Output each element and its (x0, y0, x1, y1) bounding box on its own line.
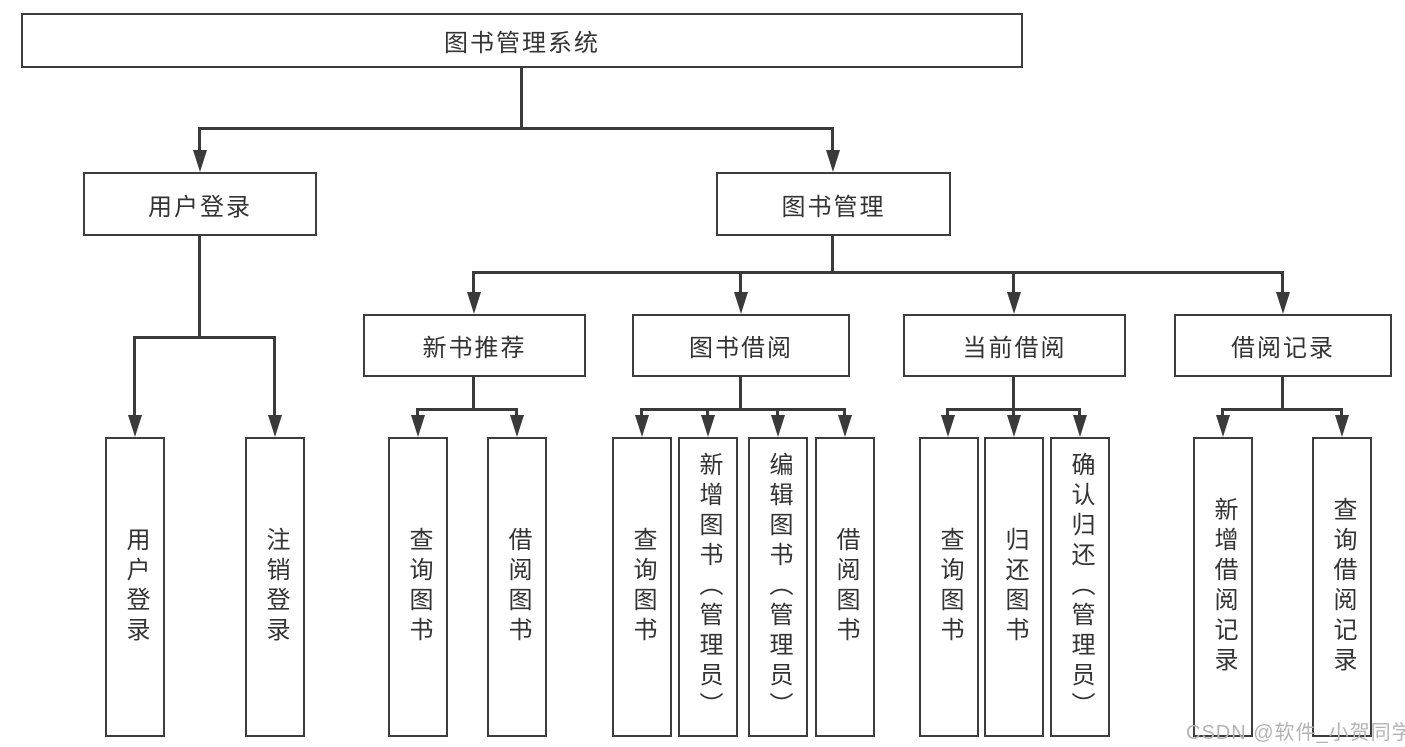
arrowhead-down (467, 292, 481, 314)
leaf-query-book-current: 查询图书 (919, 437, 979, 737)
connector-shaft (946, 408, 949, 418)
leaf-add-book-admin: 新增图书（管理员） (678, 437, 738, 737)
node-label: 图书借阅 (689, 335, 793, 362)
node-new-book-recommend: 新书推荐 (363, 314, 586, 377)
connector-stub (739, 377, 742, 410)
leaf-label: 新增借阅记录 (1210, 497, 1237, 677)
arrowhead-down (411, 415, 425, 437)
connector-level1-hline (199, 127, 834, 130)
connector-shaft (640, 408, 643, 418)
arrowhead-down (771, 415, 785, 437)
leaf-confirm-return-admin: 确认归还（管理员） (1050, 437, 1110, 737)
arrowhead-down (510, 415, 524, 437)
connector-stub (1281, 377, 1284, 410)
leaf-label: 查询图书 (936, 527, 963, 647)
leaf-logout: 注销登录 (245, 437, 305, 737)
leaf-edit-book-admin: 编辑图书（管理员） (748, 437, 808, 737)
node-label: 图书管理 (781, 193, 886, 221)
node-user-login: 用户登录 (83, 172, 317, 236)
leaf-label: 查询图书 (405, 527, 432, 647)
connector-shaft (776, 408, 779, 418)
connector-stub (1012, 377, 1015, 410)
leaf-label: 编辑图书（管理员） (765, 452, 792, 722)
connector-shaft (1078, 408, 1081, 418)
connector-stub (472, 377, 475, 410)
arrowhead-down (826, 150, 840, 172)
connector-hline (641, 408, 845, 411)
arrowhead-down (635, 415, 649, 437)
node-current-borrow: 当前借阅 (903, 314, 1126, 377)
connector-level2-hline (473, 271, 1283, 274)
connector-root-stub (520, 68, 523, 128)
connector-shaft (198, 127, 201, 153)
connector-shaft (1281, 271, 1284, 295)
arrowhead-down (1007, 415, 1021, 437)
arrowhead-down (268, 415, 282, 437)
node-label: 用户登录 (148, 193, 252, 221)
node-label: 新书推荐 (422, 335, 527, 362)
connector-shaft (739, 271, 742, 295)
csdn-watermark: CSDN @软件_小贺同学 (1186, 722, 1405, 744)
connector-shaft (831, 127, 834, 153)
arrowhead-down (701, 415, 715, 437)
connector-shaft (1012, 408, 1015, 418)
leaf-query-book-borrow: 查询图书 (612, 437, 672, 737)
node-label: 当前借阅 (962, 335, 1067, 362)
connector-hline (1222, 408, 1342, 411)
leaf-label: 确认归还（管理员） (1067, 452, 1094, 722)
connector-user-login-stub (198, 236, 201, 338)
connector-shaft (1012, 271, 1015, 295)
leaf-label: 归还图书 (1001, 527, 1028, 647)
arrowhead-down (1216, 415, 1230, 437)
connector-shaft (133, 336, 136, 418)
arrowhead-down (1007, 292, 1021, 314)
arrowhead-down (1073, 415, 1087, 437)
connector-shaft (472, 271, 475, 295)
arrowhead-down (1335, 415, 1349, 437)
arrowhead-down (193, 150, 207, 172)
connector-book-mgmt-stub (831, 236, 834, 274)
node-root-label: 图书管理系统 (444, 30, 600, 57)
node-book-borrow: 图书借阅 (632, 314, 850, 377)
leaf-user-login: 用户登录 (105, 437, 165, 737)
leaf-label: 查询借阅记录 (1329, 497, 1356, 677)
arrowhead-down (838, 415, 852, 437)
connector-hline (417, 408, 517, 411)
connector-shaft (1221, 408, 1224, 418)
leaf-add-borrow-record: 新增借阅记录 (1193, 437, 1253, 737)
node-label: 借阅记录 (1231, 335, 1335, 362)
connector-shaft (706, 408, 709, 418)
arrowhead-down (128, 415, 142, 437)
node-borrow-records: 借阅记录 (1174, 314, 1392, 377)
leaf-query-borrow-record: 查询借阅记录 (1312, 437, 1372, 737)
leaf-query-book-recommend: 查询图书 (388, 437, 448, 737)
leaf-label: 注销登录 (262, 527, 289, 647)
connector-shaft (843, 408, 846, 418)
connector-shaft (515, 408, 518, 418)
leaf-borrow-book-recommend: 借阅图书 (487, 437, 547, 737)
leaf-label: 查询图书 (629, 527, 656, 647)
leaf-return-book: 归还图书 (984, 437, 1044, 737)
arrowhead-down (734, 292, 748, 314)
connector-shaft (1340, 408, 1343, 418)
leaf-borrow-book: 借阅图书 (815, 437, 875, 737)
leaf-label: 借阅图书 (832, 527, 859, 647)
connector-shaft (273, 336, 276, 418)
connector-shaft (416, 408, 419, 418)
leaf-label: 新增图书（管理员） (695, 452, 722, 722)
node-root: 图书管理系统 (21, 13, 1023, 68)
arrowhead-down (941, 415, 955, 437)
leaf-label: 借阅图书 (504, 527, 531, 647)
leaf-label: 用户登录 (122, 527, 149, 647)
arrowhead-down (1276, 292, 1290, 314)
node-book-management: 图书管理 (716, 172, 951, 236)
connector-user-login-hline (134, 336, 275, 339)
